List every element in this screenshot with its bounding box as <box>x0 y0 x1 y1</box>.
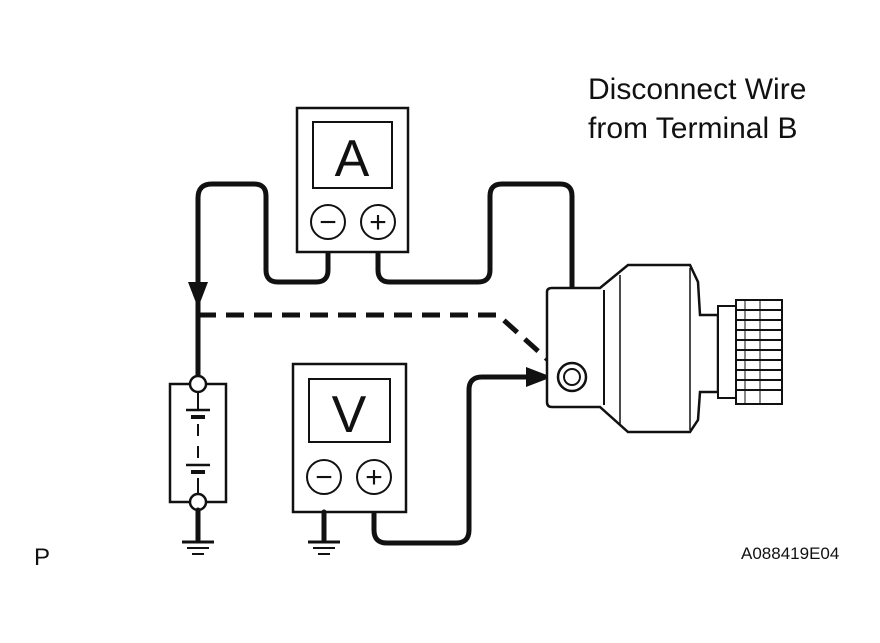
ammeter-negative-terminal <box>310 204 346 240</box>
corner-label: P <box>34 544 50 571</box>
voltmeter-positive-symbol: + <box>365 461 383 494</box>
battery-positive-post <box>188 374 208 394</box>
ammeter-negative-lead <box>195 181 331 383</box>
left-rail-arrow <box>188 282 208 308</box>
ammeter: A − + <box>295 106 410 254</box>
voltmeter-negative-symbol: − <box>315 461 333 494</box>
alternator-pulley <box>717 299 783 405</box>
ammeter-negative-symbol: − <box>319 206 337 239</box>
battery <box>168 374 228 512</box>
instruction-line-2: from Terminal B <box>588 112 798 145</box>
figure-code: A088419E04 <box>741 544 839 563</box>
voltmeter-positive-terminal <box>356 459 392 495</box>
voltmeter: V − + <box>291 362 408 514</box>
terminal-arrow-right <box>526 367 552 387</box>
battery-ground-icon <box>182 540 214 555</box>
ammeter-positive-symbol: + <box>369 206 387 239</box>
voltmeter-ground-icon <box>308 540 340 555</box>
voltmeter-letter: V <box>332 386 367 444</box>
ammeter-letter: A <box>335 130 370 188</box>
voltmeter-negative-terminal <box>306 459 342 495</box>
ammeter-positive-lead <box>375 181 575 348</box>
ammeter-positive-terminal <box>360 204 396 240</box>
voltmeter-positive-lead <box>371 374 533 546</box>
alternator <box>545 263 783 434</box>
instruction-line-1: Disconnect Wire <box>588 73 806 106</box>
